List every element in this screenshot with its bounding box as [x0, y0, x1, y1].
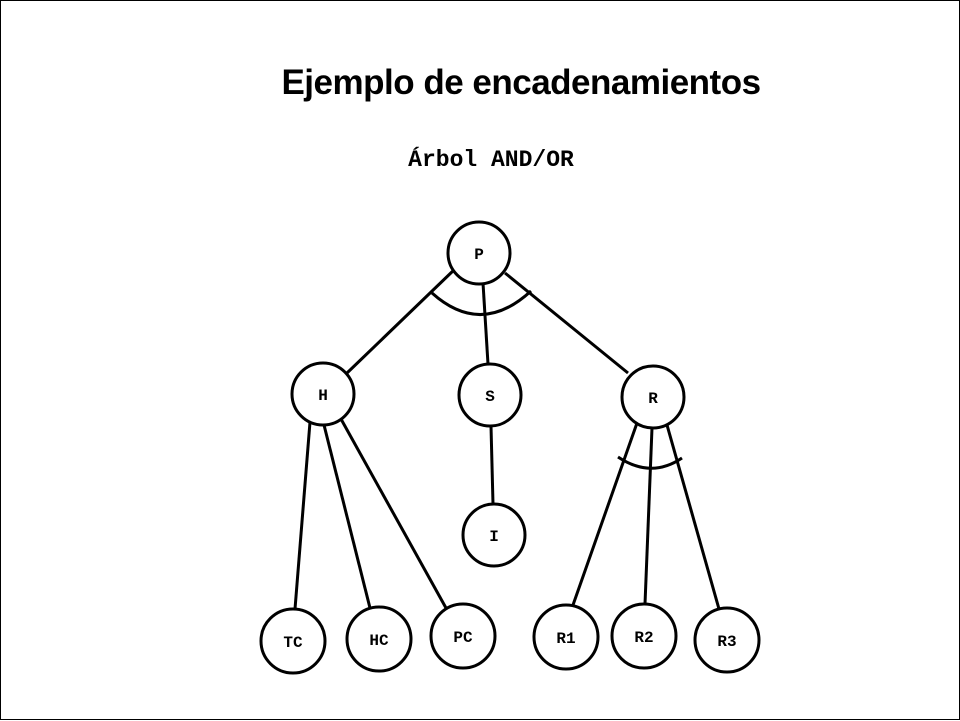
node-s: S: [457, 362, 523, 428]
tree-nodes: P H S R I TC HC PC R1 R2 R3: [259, 220, 761, 675]
edge-r-r2: [643, 427, 654, 605]
edge-p-s: [481, 282, 490, 365]
diagram-subtitle: Árbol AND/OR: [408, 147, 574, 173]
node-r3: R3: [693, 606, 761, 674]
node-label-p: P: [474, 246, 484, 264]
edge-h-pc: [339, 418, 448, 609]
edge-h-hc: [322, 424, 372, 609]
edge-r-r1: [571, 422, 639, 606]
node-circle-s: [457, 362, 523, 428]
node-circle-r2: [610, 602, 678, 670]
node-r: R: [620, 364, 686, 430]
node-circle-p: [446, 220, 512, 286]
node-tc: TC: [259, 607, 327, 675]
node-pc: PC: [429, 602, 497, 670]
edge-s-i: [489, 425, 495, 505]
node-circle-h: [290, 361, 356, 427]
node-label-s: S: [485, 388, 495, 406]
node-circle-i: [461, 502, 527, 568]
node-hc: HC: [345, 605, 413, 673]
node-p: P: [446, 220, 512, 286]
node-circle-hc: [345, 605, 413, 673]
node-label-h: H: [318, 387, 328, 405]
node-r2: R2: [610, 602, 678, 670]
node-circle-r: [620, 364, 686, 430]
node-label-r1: R1: [556, 630, 575, 648]
node-circle-r1: [532, 603, 600, 671]
and-arc-r: [617, 455, 683, 470]
node-label-tc: TC: [283, 634, 303, 652]
edge-p-h: [345, 266, 458, 375]
edge-r-r3: [665, 424, 721, 610]
tree-edges: [293, 266, 721, 610]
and-arc-p: [430, 289, 533, 316]
node-label-i: I: [489, 528, 499, 546]
node-circle-r3: [693, 606, 761, 674]
node-circle-pc: [429, 602, 497, 670]
edge-h-tc: [293, 421, 312, 610]
node-circle-tc: [259, 607, 327, 675]
node-label-hc: HC: [369, 632, 389, 650]
node-r1: R1: [532, 603, 600, 671]
node-i: I: [461, 502, 527, 568]
slide-title: Ejemplo de encadenamientos: [281, 63, 761, 102]
node-label-r2: R2: [634, 629, 653, 647]
node-label-r: R: [648, 390, 658, 408]
node-h: H: [290, 361, 356, 427]
node-label-r3: R3: [717, 633, 736, 651]
and-arcs: [430, 289, 683, 470]
edge-p-r: [504, 271, 629, 375]
node-label-pc: PC: [453, 629, 473, 647]
